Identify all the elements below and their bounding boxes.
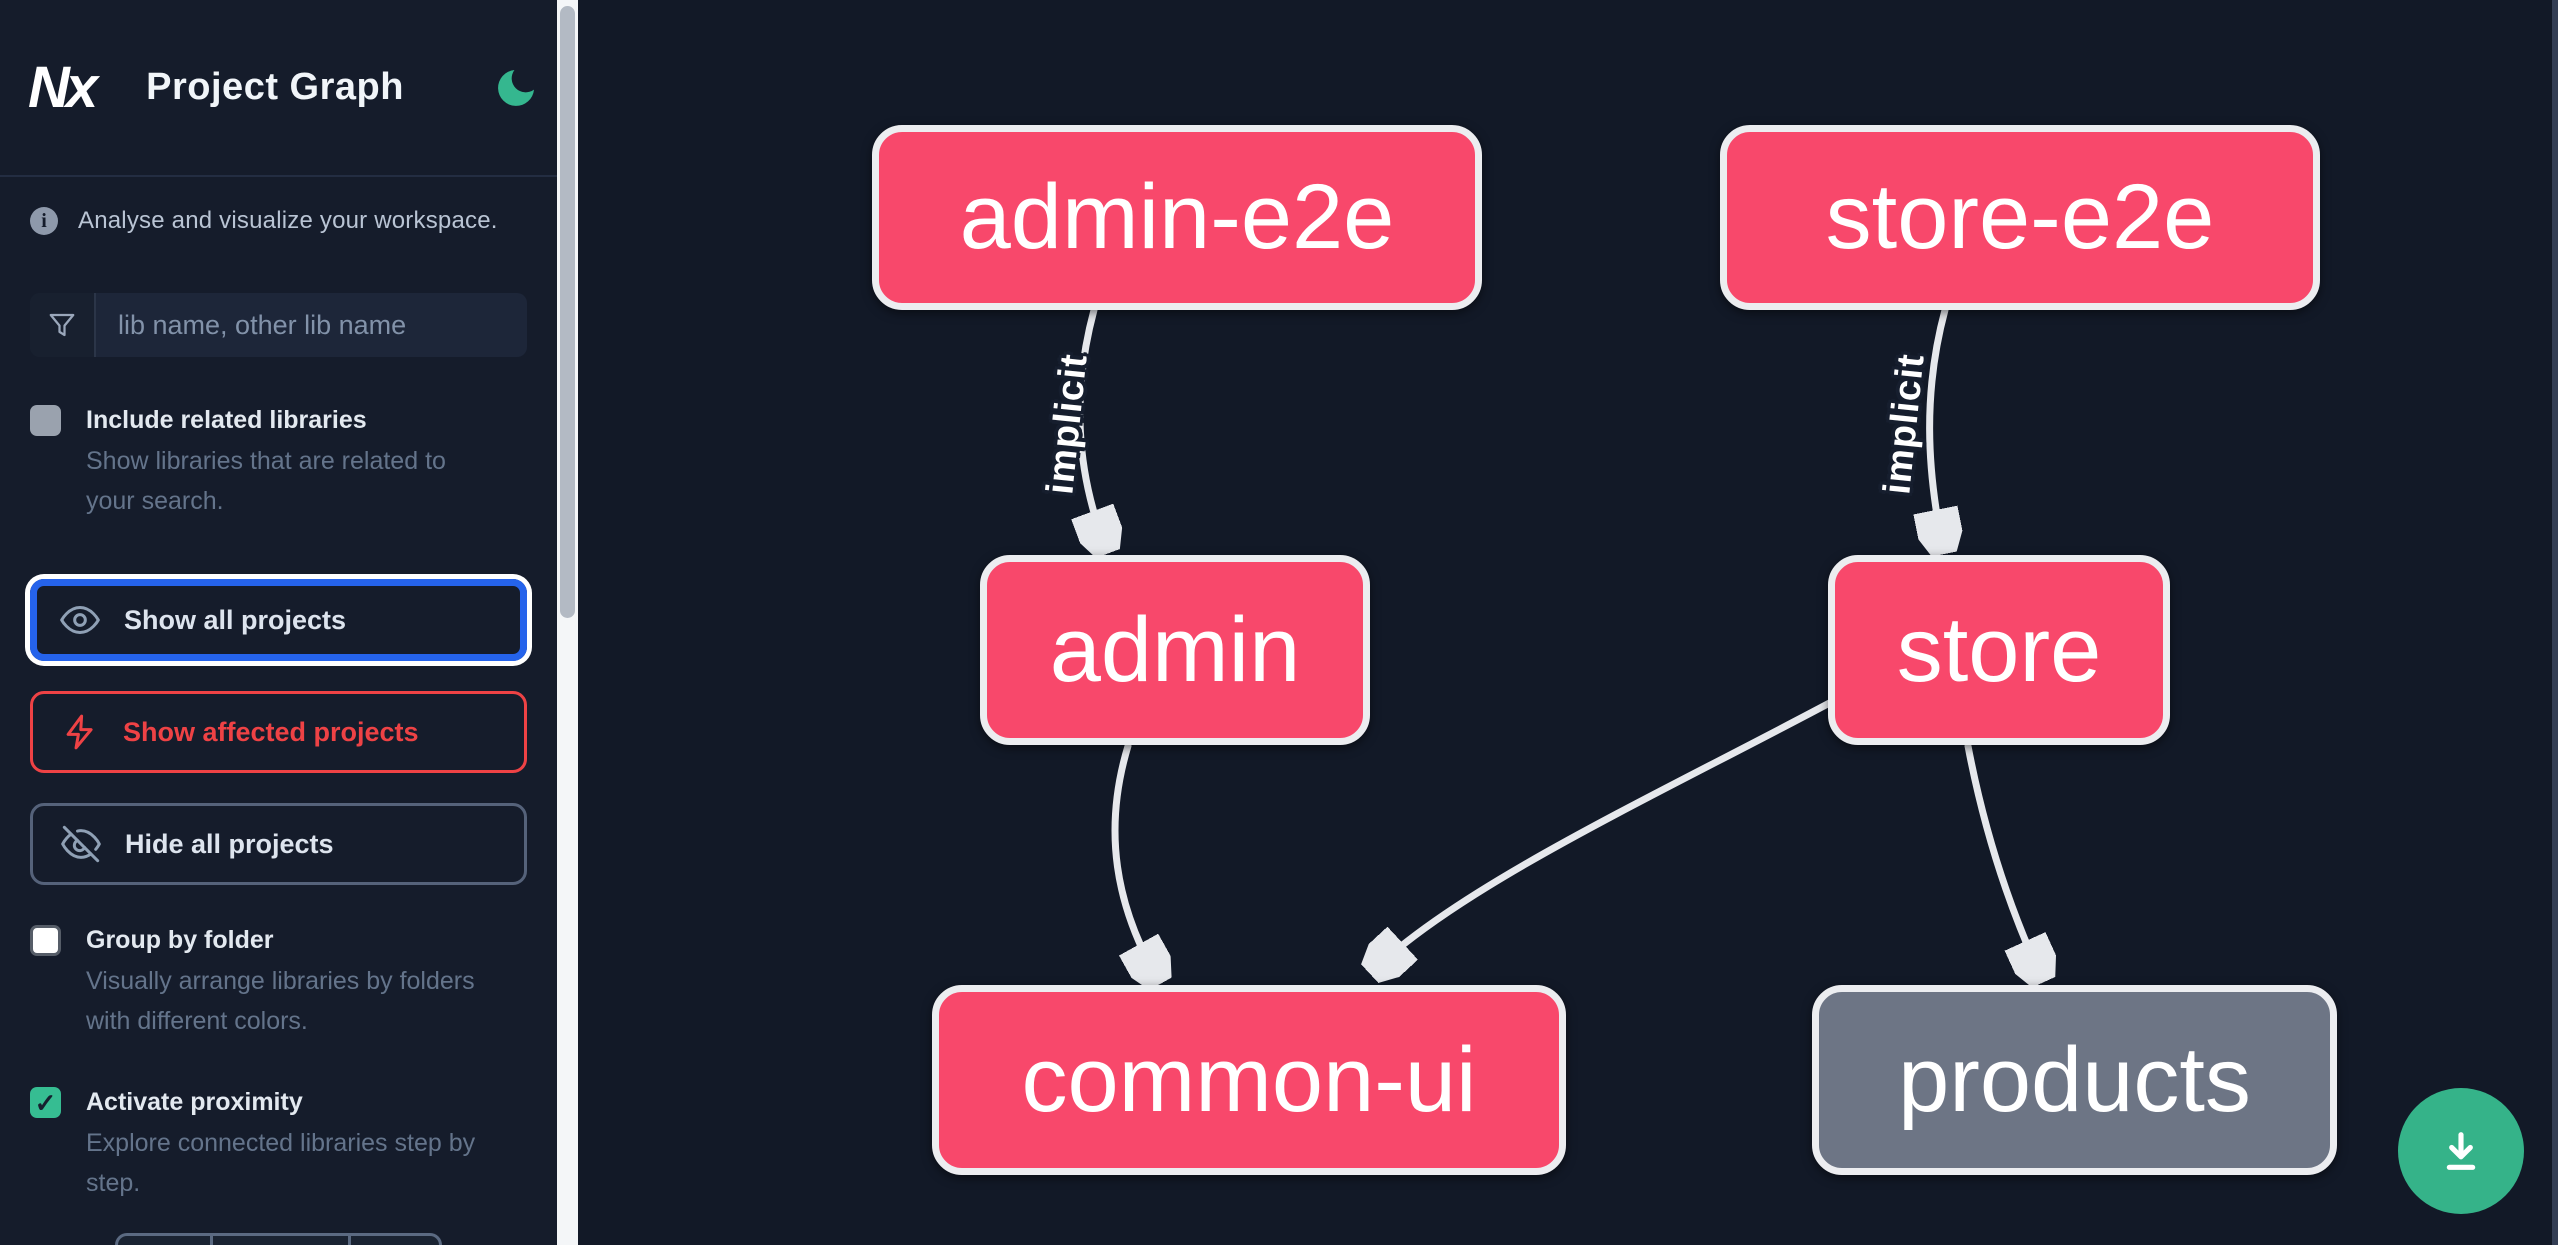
proximity-stepper[interactable] [115,1233,442,1245]
moon-icon [498,69,534,106]
node-common-ui[interactable]: common-ui [932,985,1566,1175]
check-icon: ✓ [34,1087,57,1118]
eye-icon [60,606,100,634]
activate-proximity-label: Activate proximity [86,1088,303,1116]
group-by-folder-label: Group by folder [86,926,274,954]
sidebar-scrollbar-track[interactable] [557,0,578,1245]
group-by-folder-checkbox[interactable] [30,925,61,956]
eye-off-icon [61,825,101,863]
group-by-folder-row: Group by folder Visually arrange librari… [30,923,527,1041]
node-store-e2e[interactable]: store-e2e [1720,125,2320,310]
nx-logo: Nx [28,55,98,120]
download-icon [2446,1132,2476,1170]
edge-store-products[interactable] [1964,742,2039,972]
filter-funnel-icon [30,293,96,357]
include-related-checkbox[interactable] [30,405,61,436]
search-box [30,293,527,357]
sidebar-content: Nx Project Graph i Analyse and visualize… [0,0,557,1245]
theme-toggle-button[interactable] [490,62,542,114]
activate-proximity-checkbox[interactable]: ✓ [30,1087,61,1118]
tagline-row: i Analyse and visualize your workspace. [30,207,527,235]
window-scrollbar[interactable] [2552,0,2558,1245]
include-related-label: Include related libraries [86,406,367,434]
include-related-row: Include related libraries Show libraries… [30,403,527,521]
edge-store-common-ui[interactable] [1378,695,1841,966]
show-all-projects-button[interactable]: Show all projects [30,579,527,661]
activate-proximity-row: ✓ Activate proximity Explore connected l… [30,1085,527,1203]
node-store[interactable]: store [1828,555,2170,745]
hide-all-projects-label: Hide all projects [125,828,334,859]
edge-admin-common-ui[interactable] [1111,742,1155,974]
stepper-decrement[interactable] [118,1236,213,1245]
show-all-projects-label: Show all projects [124,604,347,635]
tagline-text: Analyse and visualize your workspace. [78,207,498,234]
edge-admin-e2e-admin[interactable] [1080,306,1104,543]
include-related-description: Show libraries that are related to your … [86,447,446,515]
show-affected-projects-button[interactable]: Show affected projects [30,691,527,773]
graph-canvas[interactable]: implicit implicit admin-e2e store-e2e ad… [578,0,2558,1245]
activate-proximity-description: Explore connected libraries step by step… [86,1129,476,1197]
page-title: Project Graph [146,66,404,108]
stepper-increment[interactable] [351,1236,439,1245]
stepper-value [213,1236,351,1245]
sidebar: Nx Project Graph i Analyse and visualize… [0,0,578,1245]
info-icon: i [30,207,58,235]
show-affected-projects-label: Show affected projects [123,716,419,747]
node-admin-e2e[interactable]: admin-e2e [872,125,1482,310]
hide-all-projects-button[interactable]: Hide all projects [30,803,527,885]
sidebar-scrollbar-thumb[interactable] [560,6,575,618]
node-admin[interactable]: admin [980,555,1370,745]
sidebar-header: Nx Project Graph [0,0,557,175]
group-by-folder-description: Visually arrange libraries by folders wi… [86,967,475,1035]
node-products[interactable]: products [1812,985,2337,1175]
graph-edges [578,306,2558,1245]
search-input[interactable] [96,293,527,357]
bolt-icon [66,714,93,750]
edge-store-e2e-store[interactable] [1930,306,1945,543]
download-button[interactable] [2398,1088,2524,1214]
header-divider [0,175,557,177]
